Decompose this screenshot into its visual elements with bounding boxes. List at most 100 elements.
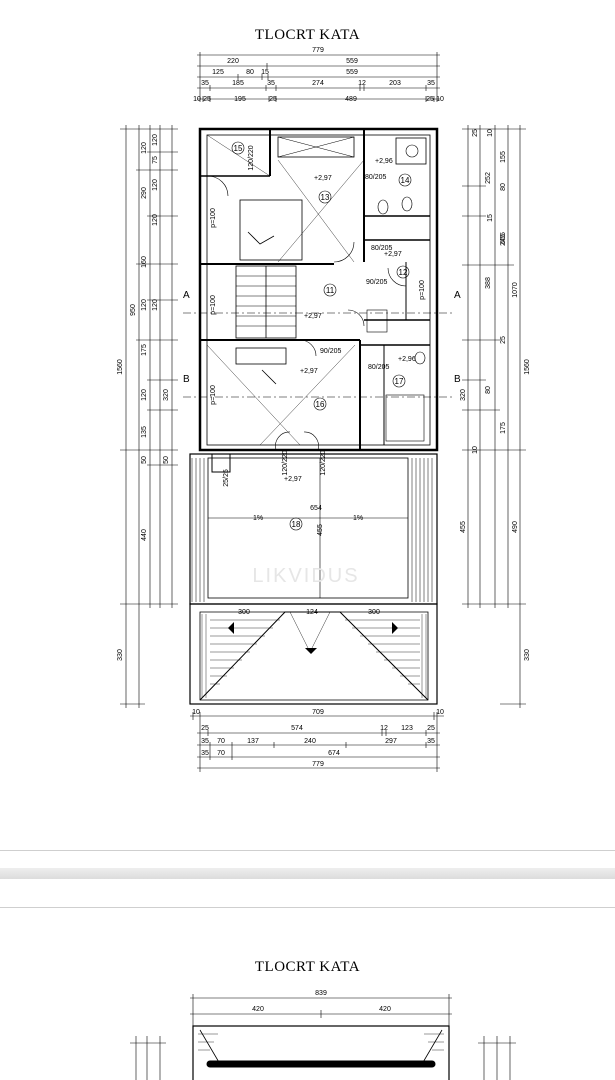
- floor-plan-drawing: 779 220 559 125 80 15 559 35 185 35 274 …: [117, 47, 531, 772]
- terrace-depth: 455: [317, 524, 324, 536]
- dim-left-160: 160: [141, 256, 148, 268]
- dim-bottom-70a: 70: [217, 738, 225, 745]
- dim-left-inner-120b: 120: [152, 179, 159, 191]
- dim-bottom-25a: 25: [201, 725, 209, 732]
- dim-bottom-297: 297: [385, 738, 397, 745]
- dim-right-25: 25: [472, 129, 479, 137]
- door-label-5: 90/205: [366, 279, 388, 286]
- dim-right-155: 155: [500, 151, 507, 163]
- door-label-12: 120/220: [248, 145, 255, 170]
- terrace-pillar: 25/25: [223, 469, 230, 487]
- door-label-11: 120/220: [320, 450, 327, 475]
- drawing-title: TLOCRT KATA: [254, 27, 361, 43]
- dim-bottom-35a: 35: [201, 738, 209, 745]
- dim-top-12: 12: [358, 80, 366, 87]
- room-15: 15: [234, 144, 243, 153]
- dim-left-50: 50: [141, 456, 148, 464]
- dim-bottom-240: 240: [304, 738, 316, 745]
- bottom-dimension-chains: [190, 712, 444, 772]
- door-label-1: p=100: [210, 208, 217, 228]
- room-12: 12: [399, 268, 408, 277]
- dim-bottom-70b: 70: [217, 750, 225, 757]
- right-dimension-chains: [462, 125, 526, 708]
- dim-left-120a: 120: [141, 142, 148, 154]
- section-marker-b-left: B: [183, 374, 190, 385]
- dim-right-455: 455: [460, 521, 467, 533]
- dim-bottom-123: 123: [401, 725, 413, 732]
- dim-right-25b: 25: [500, 336, 507, 344]
- dim-right-15: 15: [487, 214, 494, 222]
- dim-right-490: 490: [512, 521, 519, 533]
- section-marker-a-right: A: [454, 290, 461, 301]
- floor-plan-sheet-2: TLOCRT KATA 839 420 420: [0, 908, 615, 1080]
- dim-bottom-709: 709: [312, 709, 324, 716]
- section-lines: [183, 312, 455, 398]
- watermark-text: LIKVIDUS: [252, 565, 359, 587]
- section-marker-b-right: B: [454, 374, 461, 385]
- dim-bottom-35c: 35: [201, 750, 209, 757]
- top-dimension-chains: [197, 52, 440, 102]
- roof-arrow-down: [305, 648, 317, 654]
- dim-left-inner-320: 320: [163, 389, 170, 401]
- dim-top-15: 15: [261, 69, 269, 76]
- dim-top-195: 195: [234, 96, 246, 103]
- dim-left-120b: 120: [141, 299, 148, 311]
- dim-top-25a: 25: [203, 96, 211, 103]
- dim-top-35a: 35: [201, 80, 209, 87]
- dim-right-320: 320: [460, 389, 467, 401]
- dim-top-489: 489: [345, 96, 357, 103]
- dim-top-total: 779: [312, 47, 324, 54]
- dim-left-135: 135: [141, 426, 148, 438]
- door-label-3: p=100: [210, 385, 217, 405]
- building-walls: [198, 127, 439, 452]
- room-16: 16: [316, 400, 325, 409]
- dim-bottom-574: 574: [291, 725, 303, 732]
- door-label-10: 120/220: [282, 450, 289, 475]
- room-18: 18: [292, 520, 301, 529]
- door-label-7: 80/205: [371, 245, 393, 252]
- level-room-13: +2,97: [314, 175, 332, 182]
- level-room-17: +2,96: [398, 356, 416, 363]
- dim-right-252: 252: [485, 172, 492, 184]
- dim-right-655: 655: [500, 232, 507, 244]
- dim-left-inner-120: 120: [152, 134, 159, 146]
- dim-top-10b: 10: [436, 96, 444, 103]
- floor-plan-drawing-2: 839 420 420: [130, 990, 516, 1080]
- level-room-16: +2,97: [300, 368, 318, 375]
- room-11: 11: [326, 286, 335, 295]
- dim-right-total: 1560: [524, 359, 531, 375]
- divider-band: [0, 868, 615, 879]
- roof-2: [192, 1025, 450, 1080]
- terrace-hatch: [191, 458, 433, 602]
- room-14: 14: [401, 176, 410, 185]
- floor-plan-sheet-1: TLOCRT KATA: [117, 27, 531, 772]
- divider-line-bottom: [0, 907, 615, 908]
- room-13: 13: [321, 193, 330, 202]
- dim-left-inner-120d: 120: [152, 299, 159, 311]
- dim-top-203: 203: [389, 80, 401, 87]
- roof-dim-left: 300: [238, 609, 250, 616]
- dim-left-inner-50: 50: [163, 456, 170, 464]
- dim-top-185: 185: [232, 80, 244, 87]
- dim-left-440: 440: [141, 529, 148, 541]
- dim-left-290: 290: [141, 187, 148, 199]
- terrace-width: 654: [310, 505, 322, 512]
- dim-right-80: 80: [500, 183, 507, 191]
- dim-right-245: 245: [500, 234, 507, 246]
- dim-left-120c: 120: [141, 389, 148, 401]
- dim-top-125: 125: [212, 69, 224, 76]
- dim-top-35b: 35: [267, 80, 275, 87]
- dim-bottom-35b: 35: [427, 738, 435, 745]
- dim-top-559: 559: [346, 58, 358, 65]
- door-label-8: 90/205: [320, 348, 342, 355]
- dim-top-220: 220: [227, 58, 239, 65]
- room-17: 17: [395, 377, 404, 386]
- level-room-11: +2,97: [304, 313, 322, 320]
- roof-dim-right: 300: [368, 609, 380, 616]
- door-label-4: p=100: [419, 280, 426, 300]
- dim-bottom-10a: 10: [192, 709, 200, 716]
- dim2-top-total: 839: [315, 990, 327, 997]
- dim-bottom-25b: 25: [427, 725, 435, 732]
- roof-arrow-right: [392, 622, 398, 634]
- dim-top-35c: 35: [427, 80, 435, 87]
